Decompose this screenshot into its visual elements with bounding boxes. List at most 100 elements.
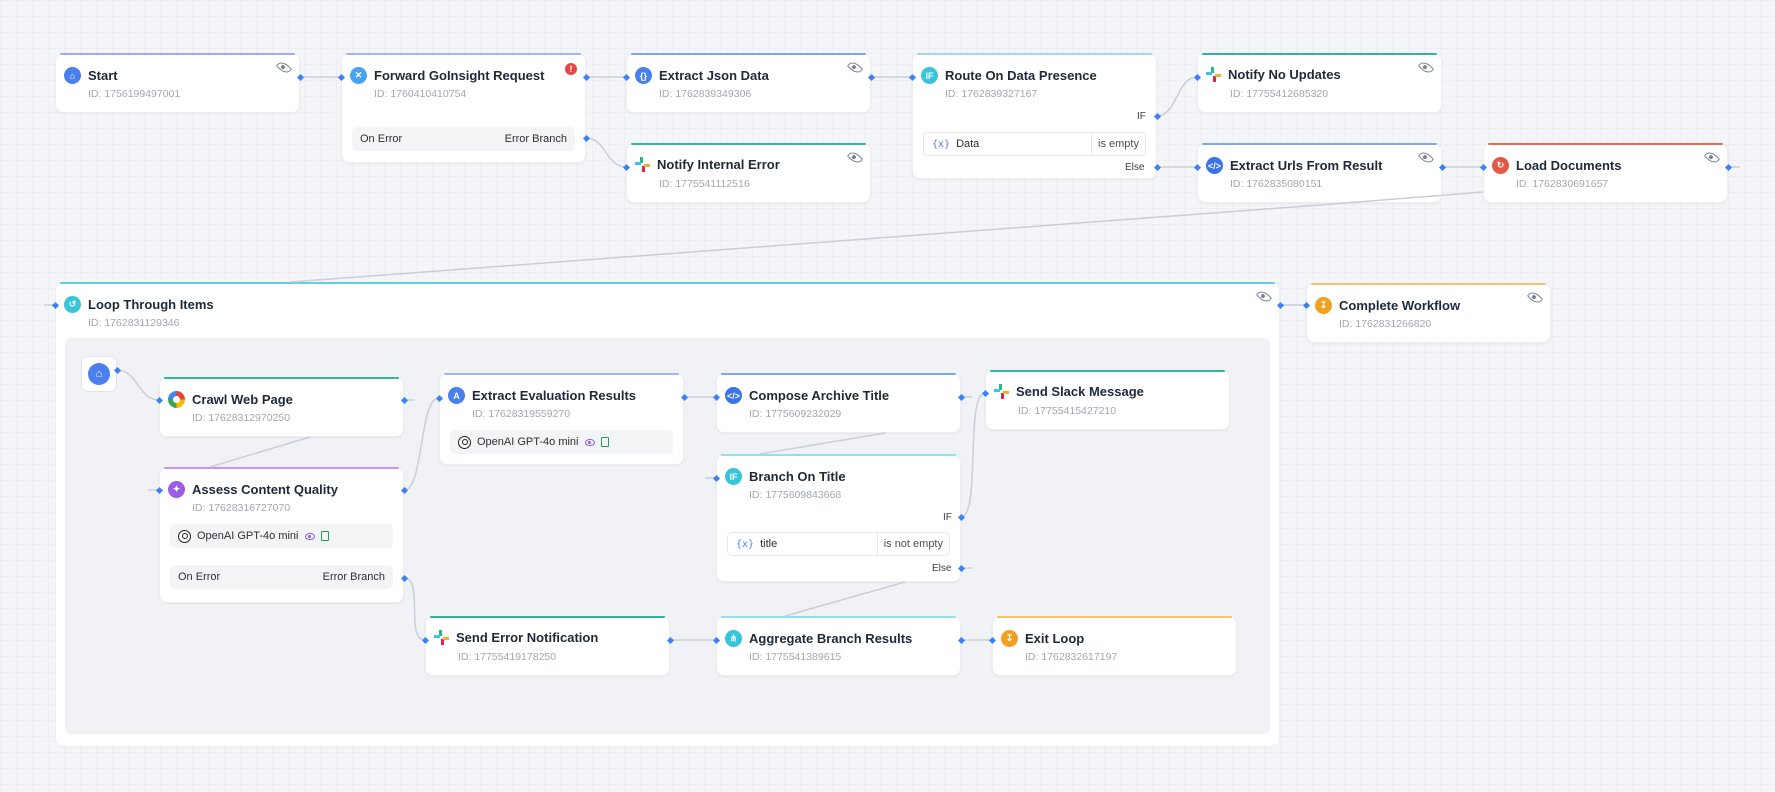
node-id: ID: 17755415427210: [1018, 405, 1117, 417]
code-icon: </>: [1206, 157, 1223, 174]
error-branch-label: Error Branch: [322, 571, 385, 583]
eye-plus-icon[interactable]: [846, 149, 864, 166]
if-port-label: IF: [1137, 111, 1146, 122]
start-node[interactable]: ⌂Start ID: 1756199497001: [55, 53, 300, 113]
forward-request-node[interactable]: ✕Forward GoInsight Request ID: 176041041…: [341, 53, 586, 163]
openai-icon: [458, 435, 471, 449]
load-documents-node[interactable]: ↻ Load Documents ID: 1762830691657: [1483, 143, 1728, 203]
node-title: Extract Urls From Result: [1230, 158, 1383, 173]
eye-plus-icon[interactable]: [1703, 149, 1721, 166]
code-icon: </>: [725, 387, 742, 404]
route-node[interactable]: IF Route On Data Presence ID: 17628393271…: [912, 53, 1157, 179]
crawl-web-page-node[interactable]: Crawl Web Page ID: 17628312970250: [159, 377, 404, 437]
node-id: ID: 1760410410754: [374, 88, 467, 100]
extract-json-node[interactable]: {}Extract Json Data ID: 1762839349306: [626, 53, 871, 113]
eye-plus-icon[interactable]: [275, 59, 293, 76]
node-title: Assess Content Quality: [192, 482, 338, 497]
condition-operator: is not empty: [883, 538, 943, 550]
notify-internal-error-node[interactable]: Notify Internal Error ID: 1775541112516: [626, 143, 871, 203]
eye-plus-icon[interactable]: [1417, 59, 1435, 76]
slack-icon: [1206, 67, 1221, 82]
variable-icon: {x}: [932, 138, 951, 150]
slack-icon: [635, 157, 650, 172]
node-title: Send Slack Message: [1016, 384, 1144, 399]
node-id: ID: 1775609232029: [749, 408, 842, 420]
node-title: Start: [88, 68, 118, 83]
node-title: Branch On Title: [749, 469, 846, 484]
node-id: ID: 1775541112516: [659, 178, 750, 190]
node-title: Complete Workflow: [1339, 298, 1461, 313]
node-id: ID: 17755419178250: [458, 651, 557, 663]
node-title: Exit Loop: [1025, 631, 1085, 646]
node-title: Load Documents: [1516, 158, 1622, 173]
else-port-label: Else: [1125, 162, 1145, 173]
condition-row[interactable]: {x} Data is empty: [923, 132, 1146, 156]
complete-workflow-node[interactable]: ↧ Complete Workflow ID: 1762831266820: [1306, 283, 1551, 343]
notify-no-updates-node[interactable]: Notify No Updates ID: 17755412685320: [1197, 53, 1442, 113]
node-title: Send Error Notification: [456, 630, 599, 645]
node-title: Notify No Updates: [1228, 67, 1341, 82]
node-id: ID: 17628312970250: [192, 412, 291, 424]
eye-plus-icon[interactable]: [1417, 149, 1435, 166]
node-title: Crawl Web Page: [192, 392, 293, 407]
compose-archive-title-node[interactable]: </> Compose Archive Title ID: 17756092320…: [716, 373, 961, 433]
on-error-row[interactable]: On Error Error Branch: [352, 127, 575, 151]
on-error-row[interactable]: On Error Error Branch: [170, 565, 393, 589]
variable-icon: {x}: [736, 538, 755, 550]
node-id: ID: 1762830691657: [1516, 178, 1609, 190]
end-icon: ↧: [1315, 297, 1332, 314]
vision-icon: [304, 532, 315, 540]
vision-icon: [584, 438, 595, 446]
if-port-label: IF: [943, 512, 952, 523]
node-title: Route On Data Presence: [945, 68, 1097, 83]
slack-icon: [434, 630, 449, 645]
aggregate-branch-results-node[interactable]: ⋔ Aggregate Branch Results ID: 1775541389…: [716, 616, 961, 676]
node-id: ID: 1762839327167: [945, 88, 1038, 100]
error-branch-label: Error Branch: [504, 133, 567, 145]
exit-loop-node[interactable]: ↧Exit Loop ID: 1762832617197: [992, 616, 1237, 676]
document-icon: [600, 437, 609, 447]
node-title: Loop Through Items: [88, 297, 214, 312]
node-title: Notify Internal Error: [657, 157, 780, 172]
merge-icon: ⋔: [725, 630, 742, 647]
ai-extract-icon: A: [448, 387, 465, 404]
extract-urls-node[interactable]: </> Extract Urls From Result ID: 17628350…: [1197, 143, 1442, 203]
end-icon: ↧: [1001, 630, 1018, 647]
node-id: ID: 1762835080151: [1230, 178, 1323, 190]
home-icon: ⌂: [88, 363, 110, 385]
node-title: Extract Evaluation Results: [472, 388, 636, 403]
model-selector[interactable]: OpenAI GPT-4o mini: [170, 524, 393, 548]
on-error-label: On Error: [178, 571, 221, 583]
node-id: ID: 1762831266820: [1339, 318, 1432, 330]
eye-plus-icon[interactable]: [1526, 289, 1544, 306]
model-name: OpenAI GPT-4o mini: [477, 436, 579, 448]
eye-plus-icon[interactable]: [846, 59, 864, 76]
sparkle-icon: ✦: [168, 481, 185, 498]
slack-icon: [994, 384, 1009, 399]
openai-icon: [178, 529, 191, 543]
condition-variable: title: [760, 538, 778, 550]
globe-icon: [168, 391, 185, 408]
model-selector[interactable]: OpenAI GPT-4o mini: [450, 430, 673, 454]
else-port-label: Else: [932, 563, 952, 574]
send-slack-message-node[interactable]: Send Slack Message ID: 17755415427210: [985, 370, 1230, 430]
assess-content-quality-node[interactable]: ✦Assess Content Quality ID: 176283167270…: [159, 467, 404, 603]
node-id: ID: 17755412685320: [1230, 88, 1329, 100]
if-icon: IF: [725, 468, 742, 485]
node-title: Extract Json Data: [659, 68, 769, 83]
condition-row[interactable]: {x} title is not empty: [727, 532, 950, 556]
tools-icon: ✕: [350, 67, 367, 84]
condition-operator: is empty: [1098, 138, 1139, 150]
document-loader-icon: ↻: [1492, 157, 1509, 174]
send-error-notification-node[interactable]: Send Error Notification ID: 177554191782…: [425, 616, 670, 676]
on-error-label: On Error: [360, 133, 403, 145]
condition-variable: Data: [956, 138, 980, 150]
node-id: ID: 1775541389615: [749, 651, 842, 663]
node-title: Compose Archive Title: [749, 388, 890, 403]
eye-plus-icon[interactable]: [1255, 288, 1273, 305]
braces-icon: {}: [635, 67, 652, 84]
node-title: Aggregate Branch Results: [749, 631, 913, 646]
loop-start-node[interactable]: ⌂: [81, 356, 117, 392]
